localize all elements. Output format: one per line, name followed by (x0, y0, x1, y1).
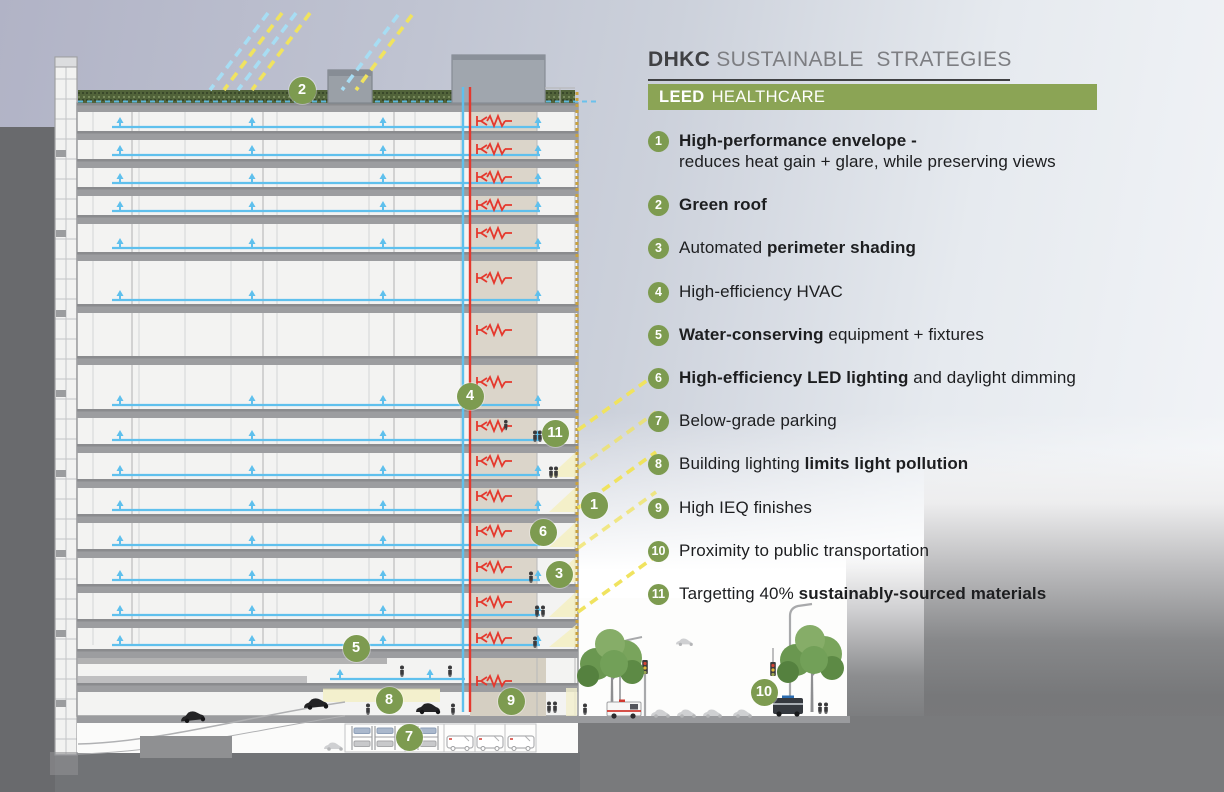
ground-left (0, 752, 580, 792)
title-text: SUSTAINABLE STRATEGIES (716, 48, 1012, 71)
adjacent-building-mass (0, 127, 55, 792)
legend-item-6: 6 High-efficiency LED lighting and daylig… (648, 367, 1208, 389)
diagram-badge-8: 8 (375, 686, 403, 714)
transit-van-icon (773, 695, 803, 717)
diagram-badge-2: 2 (288, 76, 316, 104)
below-grade-parking (50, 697, 578, 775)
ground-right (578, 716, 1224, 792)
legend-badge-5: 5 (648, 324, 669, 346)
diagram-badge-9: 9 (497, 687, 525, 715)
legend-item-5: 5 Water-conserving equipment + fixtures (648, 324, 1208, 346)
legend-badge-7: 7 (648, 410, 669, 432)
street-scene (576, 602, 845, 719)
traffic-light-icon-2 (770, 662, 776, 677)
legend-item-11: 11 Targetting 40% sustainably-sourced mat… (648, 583, 1208, 605)
legend-badge-11: 11 (648, 583, 669, 605)
leed-banner: LEED HEALTHCARE (648, 84, 1097, 110)
legend-item-text: Building lighting limits light pollution (679, 454, 969, 473)
diagram-badge-1: 1 (580, 491, 608, 519)
legend-item-text: Below-grade parking (679, 411, 837, 430)
legend-item-9: 9 High IEQ finishes (648, 497, 1208, 519)
legend-item-10: 10 Proximity to public transportation (648, 540, 1208, 562)
brand-name: DHKC (648, 48, 711, 71)
diagram-badge-6: 6 (529, 518, 557, 546)
legend-item-text: High-performance envelope -reduces heat … (679, 131, 1056, 171)
legend-badge-1: 1 (648, 130, 669, 152)
legend-item-3: 3 Automated perimeter shading (648, 237, 1208, 259)
legend-item-7: 7 Below-grade parking (648, 410, 1208, 432)
legend-badge-2: 2 (648, 194, 669, 216)
legend-item-text: Water-conserving equipment + fixtures (679, 325, 984, 344)
diagram-badge-4: 4 (456, 382, 484, 410)
legend-item-text: High-efficiency LED lighting and dayligh… (679, 368, 1076, 387)
diagram-badge-7: 7 (395, 723, 423, 751)
legend-item-text: Automated perimeter shading (679, 238, 917, 257)
legend-badge-4: 4 (648, 281, 669, 303)
legend-item-text: High IEQ finishes (679, 498, 813, 517)
banner-bold-text: LEED (659, 87, 705, 106)
ambulance-icon (606, 699, 642, 719)
diagram-badge-10: 10 (750, 678, 778, 706)
sun-ray-icon (208, 11, 414, 92)
legend-badge-8: 8 (648, 453, 669, 475)
title-underline (648, 79, 1010, 81)
legend-item-4: 4 High-efficiency HVAC (648, 281, 1208, 303)
diagram-badge-5: 5 (342, 634, 370, 662)
legend-item-text: High-efficiency HVAC (679, 282, 843, 301)
diagram-badge-3: 3 (545, 560, 573, 588)
legend-badge-6: 6 (648, 367, 669, 389)
supply-air-lines (112, 117, 542, 681)
legend-badge-3: 3 (648, 237, 669, 259)
legend-item-text: Targetting 40% sustainably-sourced mater… (679, 584, 1047, 603)
diagram-badge-11: 11 (541, 419, 569, 447)
facade-sun-rays (576, 372, 658, 614)
street-slab (77, 716, 850, 723)
legend-badge-10: 10 (648, 540, 669, 562)
legend-item-text: Green roof (679, 195, 767, 214)
banner-text: HEALTHCARE (711, 87, 826, 106)
legend-item-text: Proximity to public transportation (679, 541, 930, 560)
building-core (54, 56, 78, 756)
legend-item-2: 2 Green roof (648, 194, 1208, 216)
legend-badge-9: 9 (648, 497, 669, 519)
traffic-light-pole-2 (788, 602, 813, 712)
legend-item-1: 1 High-performance envelope -reduces heat… (648, 130, 1208, 172)
legend-item-8: 8 Building lighting limits light pollutio… (648, 453, 1208, 475)
